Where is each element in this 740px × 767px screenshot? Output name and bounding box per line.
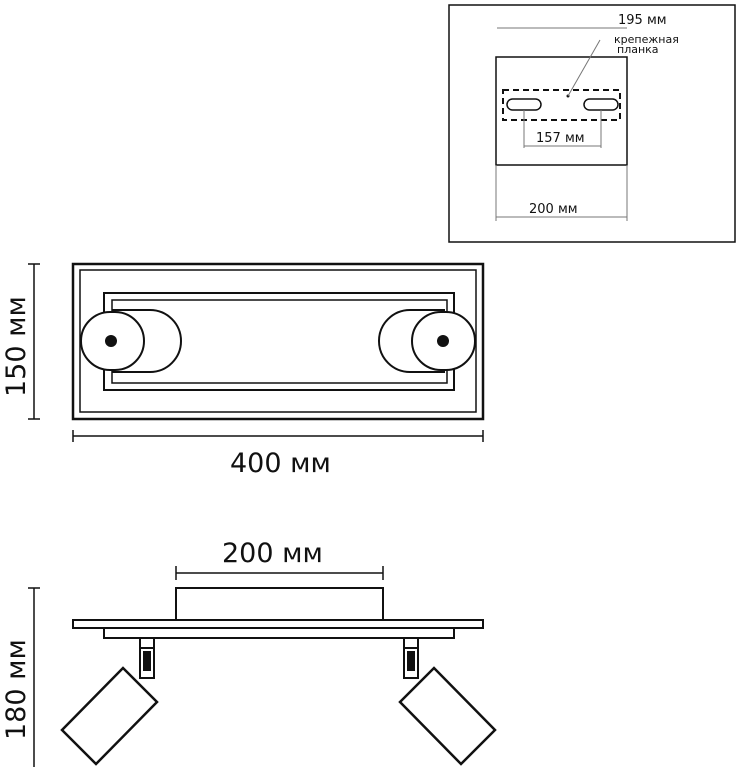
bracket-outline xyxy=(502,89,621,121)
outer-frame xyxy=(71,262,485,421)
inset-plate xyxy=(495,56,628,166)
top-width-label: 400 мм xyxy=(230,448,331,479)
mounting-base xyxy=(175,587,384,621)
ceiling-plate xyxy=(72,619,484,629)
inset-dim-157: 157 мм xyxy=(536,131,585,146)
rail xyxy=(103,627,455,639)
bracket-label-2: планка xyxy=(617,43,659,56)
inset-detail xyxy=(448,4,736,243)
right-spot-top xyxy=(378,309,476,373)
bracket-leader xyxy=(567,39,601,97)
mounting-slot-left xyxy=(506,98,542,111)
side-view xyxy=(28,566,497,767)
side-height-label: 180 мм xyxy=(1,639,32,740)
mounting-slot-right xyxy=(583,98,619,111)
inset-frame xyxy=(448,4,736,243)
left-spot-top xyxy=(80,309,182,373)
top-height-label: 150 мм xyxy=(1,296,32,397)
inset-dim-200: 200 мм xyxy=(529,202,578,217)
side-base-label: 200 мм xyxy=(222,538,323,569)
left-spot-side xyxy=(60,637,159,766)
top-view xyxy=(28,262,485,442)
bracket-label-1: крепежная xyxy=(614,33,679,46)
inset-dim-195: 195 мм xyxy=(618,13,667,28)
right-spot-side xyxy=(398,637,497,766)
